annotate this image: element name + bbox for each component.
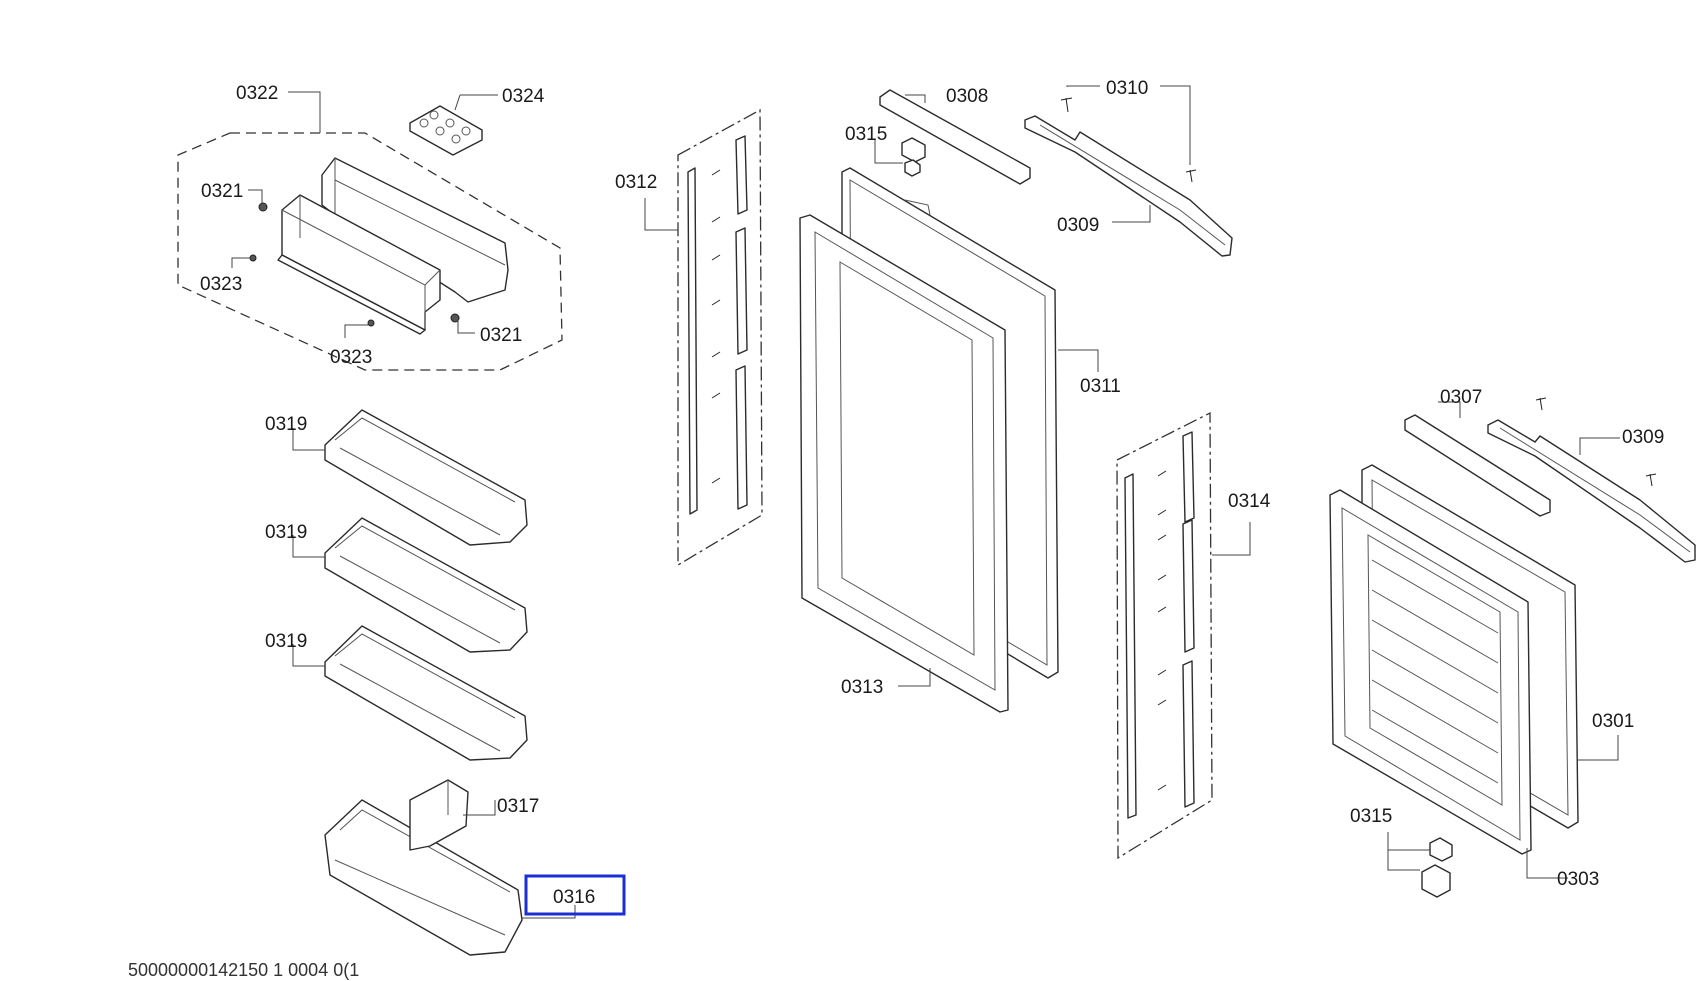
label-0301: 0301 (1592, 711, 1634, 732)
label-0310: 0310 (1106, 78, 1148, 99)
highlight-box-0316 (524, 874, 626, 916)
footer-drawing-id: 50000000142150 1 0004 0(1 (128, 960, 360, 980)
part-0315-clip-icon (1421, 864, 1451, 898)
label-0323: 0323 (200, 274, 242, 295)
part-group-0301-0303 (1329, 464, 1619, 898)
label-0315: 0315 (845, 124, 887, 145)
part-0323-pin-icon (249, 254, 257, 262)
part-group-0314 (1116, 411, 1251, 860)
part-group-0322 (177, 91, 563, 371)
part-group-0316 (324, 779, 576, 956)
label-0303: 0303 (1557, 869, 1599, 890)
label-0309: 0309 (1057, 215, 1099, 236)
screw-icon (1535, 397, 1547, 411)
screw-icon (1060, 97, 1073, 113)
label-0321: 0321 (480, 325, 522, 346)
part-group-0319 (292, 409, 528, 761)
label-0312: 0312 (615, 172, 657, 193)
part-0321-clip-icon (258, 202, 268, 212)
part-group-0307-0309 (1404, 397, 1696, 563)
label-0322: 0322 (236, 83, 278, 104)
label-0323: 0323 (330, 347, 372, 368)
part-0324-egg-tray-icon (409, 105, 483, 156)
label-0315: 0315 (1350, 806, 1392, 827)
part-group-0308 (874, 89, 1031, 185)
label-0319: 0319 (265, 631, 307, 652)
part-group-0309-0310-top (1024, 85, 1233, 257)
label-0307: 0307 (1440, 387, 1482, 408)
label-0324: 0324 (502, 86, 545, 107)
label-0319: 0319 (265, 522, 307, 543)
label-0309: 0309 (1622, 427, 1664, 448)
part-0315-clip-icon (901, 137, 926, 163)
part-labels: 0322 0324 0321 0323 0323 0321 0319 0319 … (200, 78, 1664, 916)
label-0321: 0321 (201, 181, 243, 202)
label-0319: 0319 (265, 414, 307, 435)
label-0316[interactable]: 0316 (553, 887, 595, 908)
label-0317: 0317 (497, 796, 539, 817)
part-group-0311-0313 (799, 167, 1099, 713)
label-0314: 0314 (1228, 491, 1271, 512)
part-group-0312 (644, 108, 763, 567)
label-0311: 0311 (1080, 376, 1121, 397)
label-0308: 0308 (946, 86, 988, 107)
label-0313: 0313 (841, 677, 883, 698)
